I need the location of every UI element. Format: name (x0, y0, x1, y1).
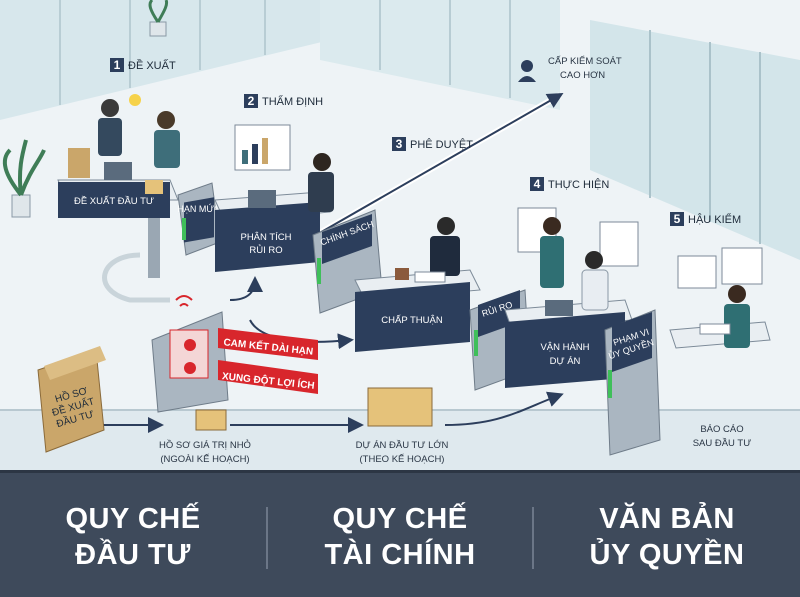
desk-sign-approval-text: CHẤP THUẬN (381, 315, 443, 326)
gate-limit-green-light (182, 218, 186, 240)
report-line1: BÁO CÁO (700, 424, 743, 435)
report-board-a (677, 255, 717, 289)
banner-line1: QUY CHẾ (332, 502, 468, 535)
proposal-folder: HỒ SƠ ĐỀ XUẤT ĐẦU TƯ (37, 346, 106, 453)
banner-divider (266, 507, 268, 569)
gate-limit-label: HẠN MỨC (177, 204, 221, 214)
laptop (545, 300, 573, 316)
person-approver (437, 217, 455, 235)
desk-post-audit (669, 247, 771, 349)
person-operator-b (585, 251, 603, 269)
gate-risk-green-light (474, 330, 478, 356)
desk-sign-approval (355, 282, 470, 352)
desk-operations: VẬN HÀNH DỰ ÁN (504, 207, 639, 388)
step-label-5: 5 HẬU KIỂM (670, 212, 741, 226)
desk-proposal: ĐỀ XUẤT ĐẦU TƯ (57, 94, 180, 278)
stamp-icon (395, 268, 409, 280)
large-folder-icon (367, 387, 433, 427)
desk-sign-risk-line1: PHÂN TÍCH (240, 232, 291, 243)
step-label-2: 2 THẨM ĐỊNH (244, 94, 323, 108)
right-glass-office (590, 20, 800, 260)
back-glass-wall (0, 0, 330, 120)
step-title: PHÊ DUYỆT (410, 138, 473, 151)
plant-left (2, 139, 46, 218)
office-workflow-scene: ĐỀ XUẤT ĐẦU TƯ HẠN MỨC PHÂN TÍCH RỦI RO … (0, 0, 800, 470)
step-title: ĐỀ XUẤT (128, 59, 176, 72)
escalation-line2: CAO HƠN (560, 70, 605, 81)
large-project-line1: DỰ ÁN ĐẦU TƯ LỚN (356, 440, 449, 451)
alert-banner-2 (218, 360, 318, 394)
report-board-b (721, 247, 763, 285)
desk-sign-risk (215, 202, 320, 272)
step-label-3: 3 PHÊ DUYỆT (392, 137, 473, 151)
alarm-signal-icon (175, 295, 193, 307)
banner-line1: VĂN BẢN (599, 502, 735, 535)
step-number: 4 (534, 177, 541, 191)
banner-line2: ĐẦU TƯ (75, 538, 191, 571)
step-label-1: 1 ĐỀ XUẤT (110, 58, 176, 72)
person-proposer-b (157, 111, 175, 129)
document (414, 271, 446, 283)
desk-sign-operations-line2: DỰ ÁN (550, 356, 581, 367)
regulations-banner: QUY CHẾ ĐẦU TƯ QUY CHẾ TÀI CHÍNH VĂN BẢN… (0, 470, 800, 597)
step-title: THỰC HIỆN (548, 178, 609, 191)
step-number: 3 (396, 137, 403, 151)
small-folder-icon (195, 409, 227, 431)
paper-stack (145, 180, 163, 194)
person-analyst (313, 153, 331, 171)
person-icon (521, 60, 533, 72)
person-auditor (728, 285, 746, 303)
banner-divider (532, 507, 534, 569)
escalation-line1: CẤP KIỂM SOÁT (548, 55, 622, 67)
person-proposer-a (101, 99, 119, 117)
gate-limit: HẠN MỨC (177, 182, 221, 256)
step-number: 5 (674, 212, 681, 226)
idea-bulb-icon (129, 94, 141, 106)
plant-top (148, 0, 169, 37)
large-project-line2: (THEO KẾ HOẠCH) (360, 454, 445, 465)
banner-item-investment-regulation: QUY CHẾ ĐẦU TƯ (0, 473, 266, 597)
desk-sign-operations-line1: VẬN HÀNH (540, 342, 589, 353)
report-line2: SAU ĐẦU TƯ (693, 438, 752, 449)
binders (68, 148, 90, 178)
small-file-line2: (NGOÀI KẾ HOẠCH) (160, 454, 249, 465)
banner-line2: TÀI CHÍNH (324, 538, 476, 571)
desk-approval: CHẤP THUẬN (354, 217, 481, 352)
desk-sign-operations (505, 312, 625, 388)
flow-arrows (70, 92, 564, 433)
person-operator-a (543, 217, 561, 235)
step-title: THẨM ĐỊNH (262, 95, 323, 108)
gate-policy-green-light (317, 258, 321, 284)
x-alert-icon (184, 339, 196, 351)
profiles-board (599, 221, 639, 267)
step-number: 2 (248, 94, 255, 108)
laptop (248, 190, 276, 208)
document (699, 323, 731, 335)
escalation-target: CẤP KIỂM SOÁT CAO HƠN (518, 55, 622, 82)
laptop (104, 162, 132, 180)
banner-line1: QUY CHẾ (65, 502, 201, 535)
desk-sign-proposal-text: ĐỀ XUẤT ĐẦU TƯ (74, 196, 154, 207)
gate-scope: PHẠM VI ỦY QUYỀN (604, 309, 661, 456)
gate-scope-green-light (608, 370, 612, 398)
step-number: 1 (114, 58, 121, 72)
x-alert-icon (184, 362, 196, 374)
alert-banner-1 (218, 328, 318, 360)
small-file-line1: HỒ SƠ GIÁ TRỊ NHỎ (159, 439, 251, 451)
desk-risk-analysis: PHÂN TÍCH RỦI RO (214, 124, 334, 272)
window-panels (59, 0, 266, 105)
step-title: HẬU KIỂM (688, 213, 741, 226)
banner-line2: ỦY QUYỀN (589, 538, 745, 571)
step-label-4: 4 THỰC HIỆN (530, 177, 609, 191)
desk-sign-risk-line2: RỦI RO (249, 244, 282, 256)
banner-item-financial-regulation: QUY CHẾ TÀI CHÍNH (268, 473, 532, 597)
banner-item-authorization-document: VĂN BẢN ỦY QUYỀN (534, 473, 800, 597)
